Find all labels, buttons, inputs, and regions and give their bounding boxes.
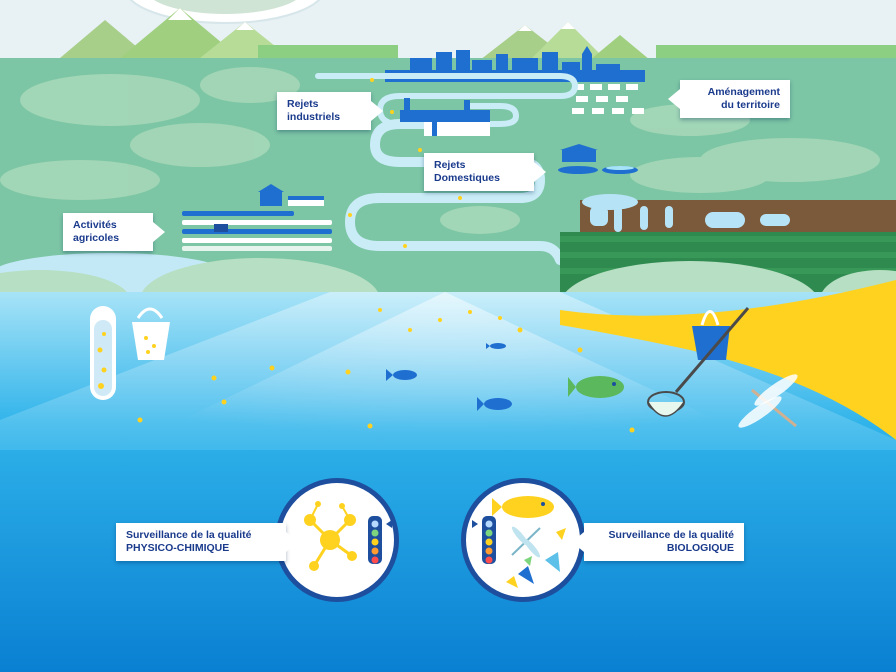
fields (182, 211, 332, 251)
fish-icon (477, 397, 512, 411)
light-rays (120, 292, 780, 450)
fishing-net-icon (647, 307, 750, 417)
monitoring-badge-biologique (461, 478, 585, 602)
callout-text: Rejets (287, 98, 319, 110)
callout-text: Activités (73, 219, 117, 231)
dragonfly-icon (738, 374, 798, 428)
groundwater-pipes (582, 194, 790, 232)
callout-surveillance-biologique: Surveillance de la qualité BIOLOGIQUE (572, 523, 744, 561)
callout-text: agricoles (73, 232, 120, 244)
village-houses (572, 84, 644, 114)
callout-text: Rejets (434, 159, 466, 171)
farm (258, 184, 324, 206)
callout-activites-agricoles: Activités agricoles (63, 213, 165, 251)
callout-rejets-industriels: Rejets industriels (277, 92, 383, 130)
callout-rejets-domestiques: Rejets Domestiques (424, 153, 546, 191)
callout-text: PHYSICO-CHIMIQUE (126, 542, 230, 554)
fish-icon (486, 343, 506, 349)
bucket-icon (692, 310, 730, 360)
callout-text: du territoire (721, 99, 780, 111)
callout-text: Surveillance de la qualité (126, 529, 252, 541)
callout-text: BIOLOGIQUE (666, 542, 734, 554)
callout-surveillance-physico-chimique: Surveillance de la qualité PHYSICO-CHIMI… (116, 523, 298, 561)
treatment-plant (558, 144, 638, 174)
callout-text: industriels (287, 111, 341, 123)
water-particles (137, 308, 635, 433)
bucket-icon (132, 307, 170, 360)
callout-amenagement-territoire: Aménagement du territoire (668, 80, 790, 118)
yellow-shore (560, 280, 896, 440)
callout-text: Domestiques (434, 172, 500, 184)
callout-text: Surveillance de la qualité (608, 529, 734, 541)
fish-icon (386, 369, 417, 381)
factory (400, 98, 490, 136)
fish-icon (568, 376, 624, 398)
callout-text: Aménagement (707, 86, 780, 98)
test-tube-icon (90, 306, 116, 400)
